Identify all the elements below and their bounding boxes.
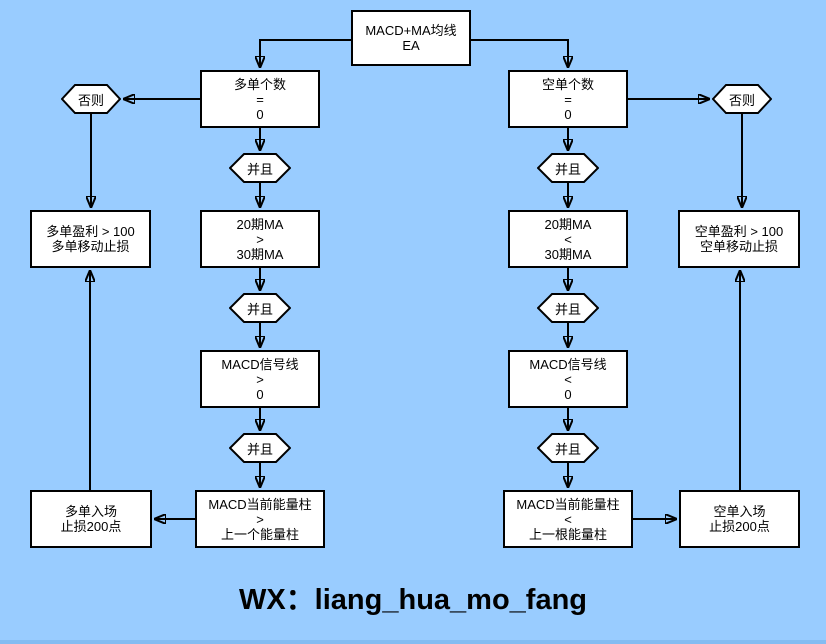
hex-label: 并且 <box>554 441 581 457</box>
hex-and-left-2: 并且 <box>229 293 291 323</box>
hex-label: 并且 <box>554 161 581 177</box>
node-line: 空单盈利 > 100 <box>694 224 784 239</box>
node-line: 空单个数 <box>541 76 594 92</box>
node-line: < <box>564 511 572 527</box>
connector-title-to-short <box>471 39 568 68</box>
node-line: 多单移动止损 <box>51 239 130 254</box>
node-long-histogram: MACD当前能量柱 > 上一个能量柱 <box>195 490 325 548</box>
node-line: MACD+MA均线 <box>365 23 457 38</box>
hex-label: 并且 <box>246 301 273 317</box>
node-long-count: 多单个数 = 0 <box>200 70 320 128</box>
node-line: > <box>256 231 264 247</box>
connector-title-to-long <box>260 39 351 68</box>
hex-and-right-3: 并且 <box>537 433 599 463</box>
node-line: MACD当前能量柱 <box>208 496 312 512</box>
node-line: 空单移动止损 <box>699 239 778 254</box>
node-line: 30期MA <box>544 246 592 262</box>
node-line: 多单个数 <box>233 76 286 92</box>
node-line: MACD信号线 <box>529 356 607 372</box>
node-line: 多单盈利 > 100 <box>46 224 135 239</box>
hex-label: 并且 <box>246 161 273 177</box>
node-title-ea: MACD+MA均线 EA <box>351 10 471 66</box>
node-line: 上一个能量柱 <box>220 526 299 542</box>
node-short-histogram: MACD当前能量柱 < 上一根能量柱 <box>503 490 633 548</box>
node-line: 上一根能量柱 <box>528 526 607 542</box>
node-line: 20期MA <box>544 216 592 232</box>
node-line: 0 <box>256 106 264 122</box>
hex-label: 并且 <box>246 441 273 457</box>
watermark-text: WX：liang_hua_mo_fang <box>238 584 588 616</box>
node-line: = <box>256 91 264 107</box>
node-long-profit-trail: 多单盈利 > 100 多单移动止损 <box>30 210 151 268</box>
hex-and-left-1: 并且 <box>229 153 291 183</box>
node-line: < <box>564 371 572 387</box>
hex-label: 并且 <box>554 301 581 317</box>
hex-and-left-3: 并且 <box>229 433 291 463</box>
node-line: 空单入场 <box>713 504 766 519</box>
node-line: MACD当前能量柱 <box>516 496 620 512</box>
hex-else-right: 否则 <box>712 84 772 114</box>
node-short-count: 空单个数 = 0 <box>508 70 628 128</box>
node-short-entry: 空单入场 止损200点 <box>679 490 800 548</box>
node-line: 止损200点 <box>60 519 122 534</box>
node-short-signal: MACD信号线 < 0 <box>508 350 628 408</box>
node-line: > <box>256 511 264 527</box>
node-line: 30期MA <box>236 246 284 262</box>
node-long-signal: MACD信号线 > 0 <box>200 350 320 408</box>
node-line: 20期MA <box>236 216 284 232</box>
node-line: 0 <box>256 386 264 402</box>
node-short-profit-trail: 空单盈利 > 100 空单移动止损 <box>678 210 800 268</box>
hex-label: 否则 <box>77 92 104 108</box>
node-long-entry: 多单入场 止损200点 <box>30 490 152 548</box>
node-long-ma: 20期MA > 30期MA <box>200 210 320 268</box>
node-short-ma: 20期MA < 30期MA <box>508 210 628 268</box>
node-line: < <box>564 231 572 247</box>
node-line: EA <box>402 38 420 53</box>
node-line: 0 <box>564 386 572 402</box>
bottom-edge <box>0 640 826 644</box>
hex-label: 否则 <box>728 92 755 108</box>
node-line: = <box>564 91 572 107</box>
hex-and-right-2: 并且 <box>537 293 599 323</box>
node-line: 止损200点 <box>709 519 770 534</box>
hex-and-right-1: 并且 <box>537 153 599 183</box>
node-line: 0 <box>564 106 572 122</box>
node-line: 多单入场 <box>64 504 117 519</box>
node-line: MACD信号线 <box>221 356 299 372</box>
node-line: > <box>256 371 264 387</box>
hex-else-left: 否则 <box>61 84 121 114</box>
